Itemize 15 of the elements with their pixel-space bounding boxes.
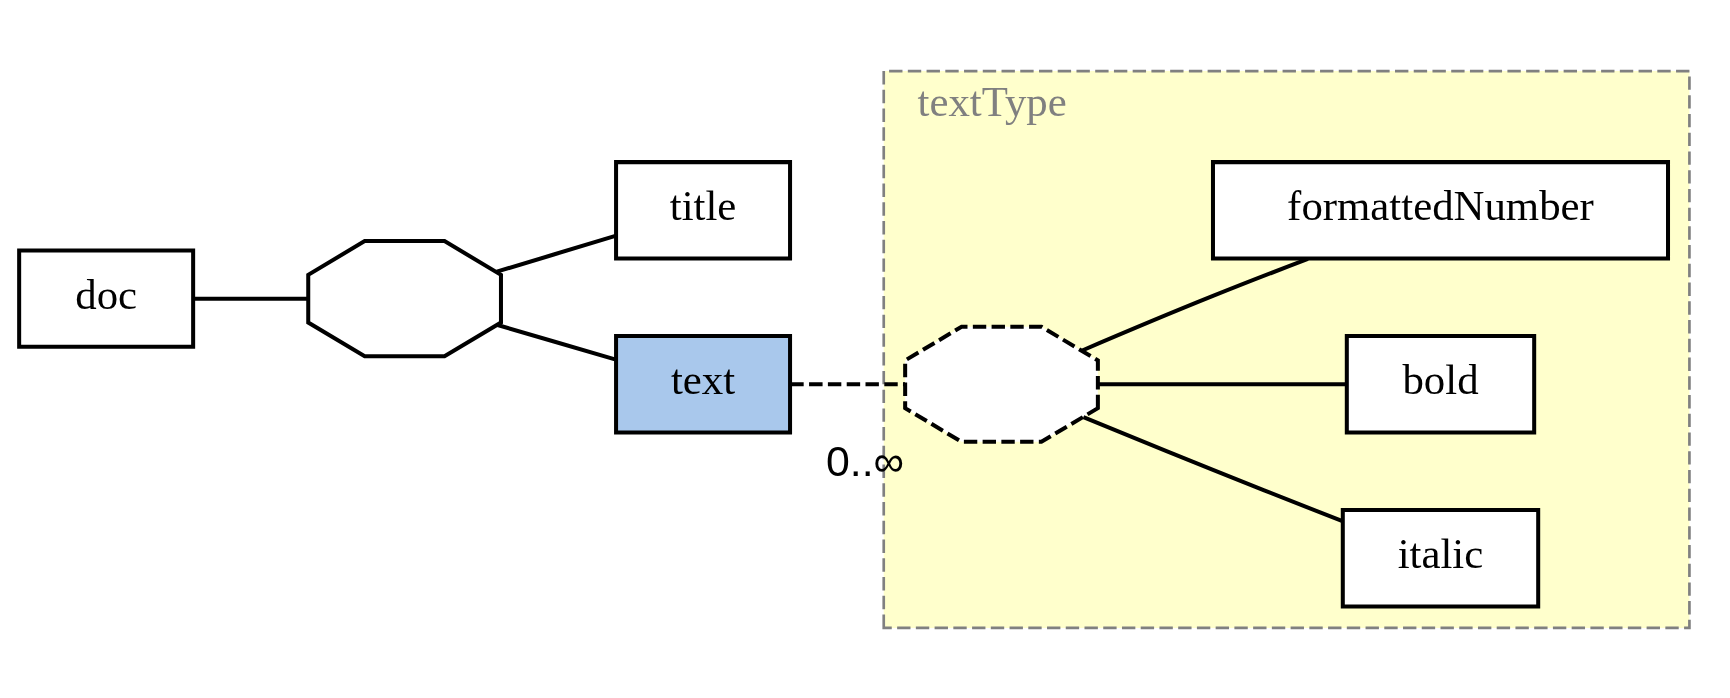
node-octagon	[306, 238, 503, 358]
connector	[1098, 381, 1347, 386]
node-box: italic	[1340, 507, 1541, 608]
node-label: 0..∞	[825, 436, 905, 485]
connector	[790, 381, 905, 386]
connector	[193, 296, 309, 301]
node-box: title	[614, 159, 793, 260]
node-box: bold	[1344, 333, 1537, 434]
connector	[496, 233, 616, 274]
node-box: doc	[17, 247, 196, 349]
node-box: text	[614, 333, 793, 434]
node-box: formattedNumber	[1210, 159, 1671, 260]
node-octagon	[903, 324, 1100, 444]
connector	[1082, 414, 1344, 523]
connector	[497, 322, 617, 361]
